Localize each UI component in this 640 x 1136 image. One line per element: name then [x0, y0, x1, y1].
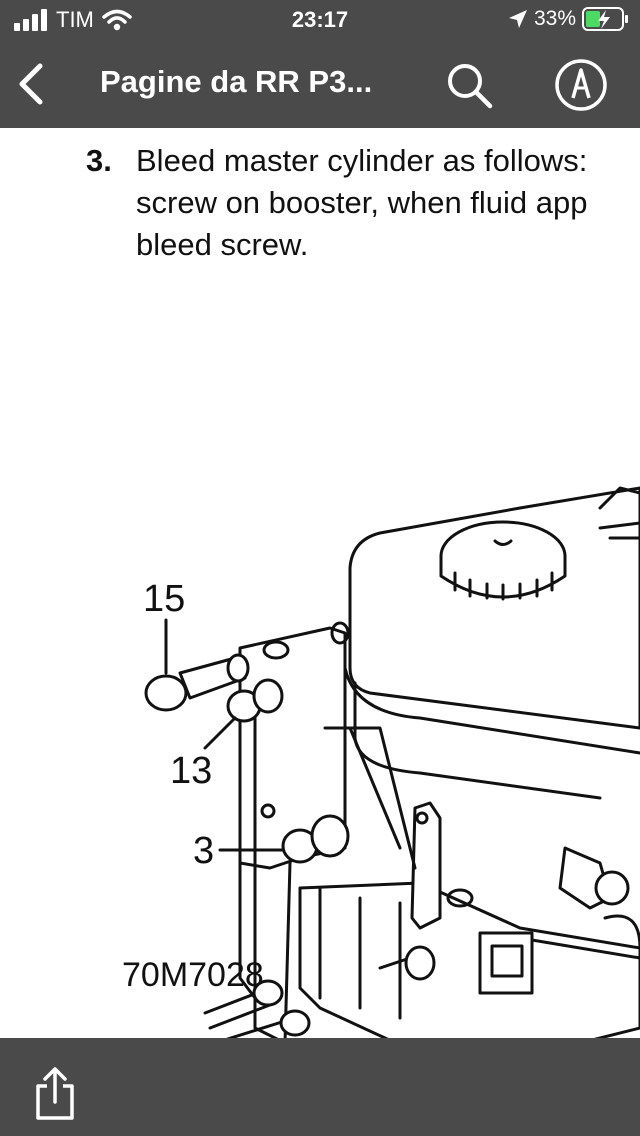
- step-number: 3.: [86, 143, 112, 178]
- signal-bars-icon: [14, 9, 47, 31]
- callout-15: 15: [143, 578, 185, 620]
- step-line: screw on booster, when fluid app: [136, 185, 588, 220]
- callout-leader-13: [203, 716, 237, 750]
- step-line: Bleed master cylinder as follows:: [136, 143, 588, 178]
- markup-pen-icon[interactable]: [554, 58, 608, 112]
- status-bar: TIM 23:17 33%: [0, 0, 640, 40]
- step-text: Bleed master cylinder as follows: screw …: [136, 140, 640, 266]
- callout-13: 13: [170, 750, 212, 792]
- document-title: Pagine da RR P3...: [100, 64, 373, 99]
- status-left: TIM: [14, 7, 132, 33]
- chevron-left-icon[interactable]: [14, 62, 50, 106]
- search-icon[interactable]: [444, 60, 494, 110]
- document-page[interactable]: 3. Bleed master cylinder as follows: scr…: [0, 128, 640, 1038]
- carrier-name: TIM: [56, 7, 94, 32]
- battery-percent: 33%: [533, 7, 576, 30]
- cylinder-block: [298, 881, 640, 1038]
- figure-code: 70M7028: [122, 956, 264, 994]
- callout-3: 3: [193, 830, 214, 872]
- bottom-toolbar: [0, 1038, 640, 1136]
- step-line: bleed screw.: [136, 227, 309, 262]
- status-time: 23:17: [291, 7, 349, 32]
- location-arrow-icon: [508, 10, 527, 28]
- nav-bar: Pagine da RR P3...: [0, 40, 640, 128]
- status-right: 33%: [508, 7, 630, 31]
- wifi-icon: [102, 9, 132, 31]
- reservoir-outline: [348, 486, 640, 730]
- battery-charging-icon: [582, 7, 628, 31]
- master-cylinder-diagram: 15 13 3: [143, 486, 640, 1038]
- share-icon[interactable]: [30, 1066, 80, 1122]
